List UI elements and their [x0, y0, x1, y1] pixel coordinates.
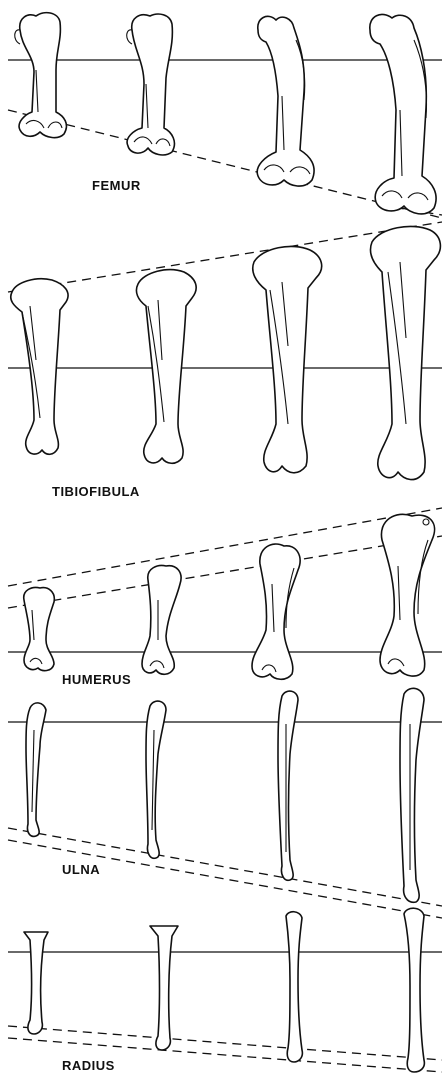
ulna-label: ULNA — [62, 862, 100, 877]
humerus-bone-3 — [252, 544, 300, 679]
ulna-regression-line-lower — [8, 840, 442, 918]
femur-panel: FEMUR — [8, 13, 442, 218]
ulna-bone-2 — [146, 701, 166, 858]
humerus-regression-line-upper — [8, 508, 442, 586]
ulna-bone-1 — [26, 703, 46, 836]
radius-panel: RADIUS — [8, 908, 442, 1073]
radius-label: RADIUS — [62, 1058, 115, 1073]
ulna-bone-4 — [400, 688, 424, 902]
femur-bone-1 — [15, 13, 67, 138]
humerus-bone-2 — [142, 566, 181, 675]
tibiofibula-bone-2 — [136, 270, 196, 464]
femur-label: FEMUR — [92, 178, 141, 193]
humerus-bone-1 — [24, 588, 55, 671]
tibiofibula-bone-3 — [253, 246, 322, 472]
radius-bone-1 — [24, 932, 48, 1034]
femur-bone-4 — [370, 14, 436, 214]
humerus-regression-line-lower — [8, 536, 442, 608]
tibiofibula-panel: TIBIOFIBULA — [8, 222, 442, 499]
femur-bone-2 — [127, 14, 175, 155]
ulna-bone-3 — [278, 691, 298, 880]
tibiofibula-bone-1 — [11, 279, 68, 455]
tibiofibula-bone-4 — [370, 226, 440, 479]
radius-bone-4 — [404, 908, 424, 1072]
humerus-label: HUMERUS — [62, 672, 131, 687]
radius-bone-2 — [150, 926, 178, 1050]
radius-bone-3 — [286, 912, 302, 1062]
tibiofibula-label: TIBIOFIBULA — [52, 484, 140, 499]
ulna-panel: ULNA — [8, 688, 442, 918]
femur-bone-3 — [257, 16, 314, 186]
humerus-panel: HUMERUS — [8, 508, 442, 687]
